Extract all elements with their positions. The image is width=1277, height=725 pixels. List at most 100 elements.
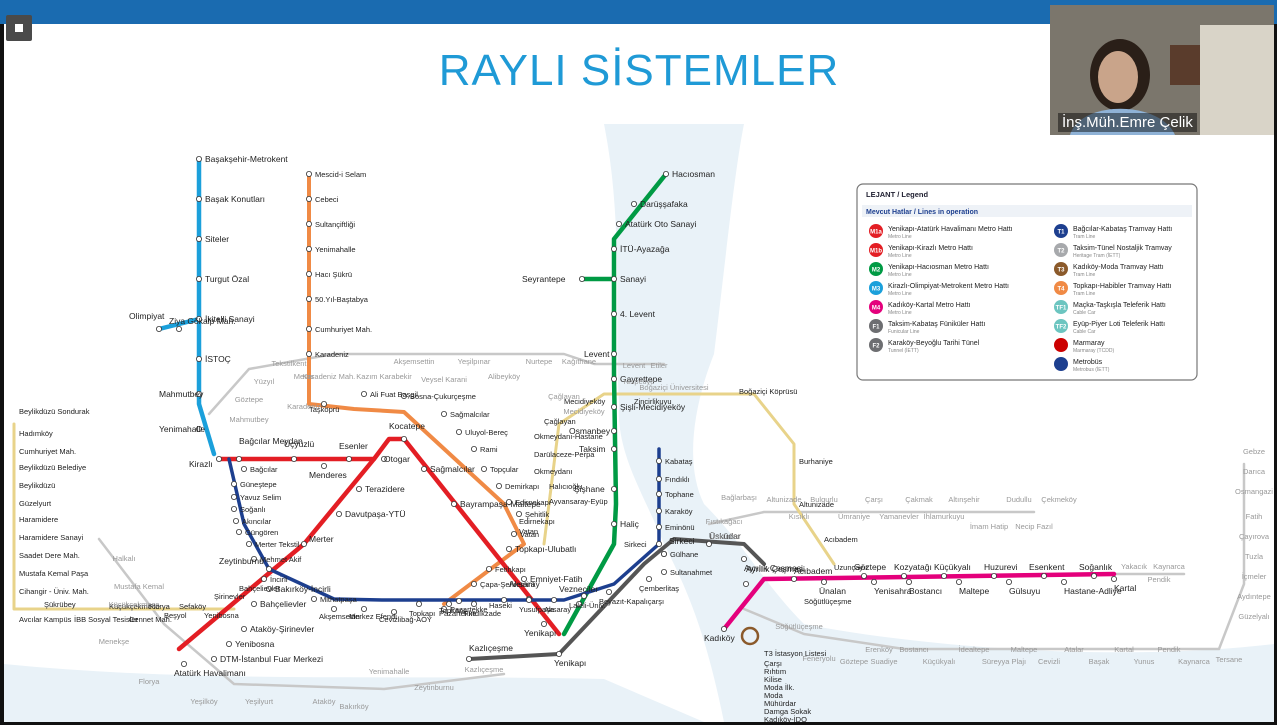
station-dot-t4 <box>495 482 502 489</box>
station-dot-m3 <box>195 390 202 397</box>
station-label-metrobus: Haramidere Sanayi <box>19 533 84 542</box>
station-label-t4: Cumhuriyet Mah. <box>315 325 372 334</box>
station-label-metrobus: Mustafa Kemal Paşa <box>19 569 89 578</box>
station-label-m2: Hacıosman <box>672 169 715 179</box>
station-dot-t4 <box>470 445 477 452</box>
station-label-t1: Güneştepe <box>240 480 277 489</box>
station-dot-m3 <box>175 325 182 332</box>
station-dot-t1 <box>235 528 242 535</box>
station-label-suburban_a: Çayırova <box>1239 532 1270 541</box>
station-dot-m1 <box>300 541 307 548</box>
station-dot-m4 <box>871 579 878 586</box>
legend-line-name: Karaköy-Beyoğlu Tarihi Tünel <box>888 340 980 347</box>
station-label-metrobus: Şükrübey <box>44 600 76 609</box>
station-label-marmaray: Ayrılık Çeşmesi <box>744 563 803 573</box>
station-label-t4: Rami <box>480 445 498 454</box>
station-label-m4: Esenkent <box>1029 562 1065 572</box>
station-dot-m2 <box>579 275 586 282</box>
station-dot-t1 <box>606 589 613 596</box>
station-label-metrobus: Acıbadem <box>824 535 858 544</box>
marmara-water <box>4 664 704 722</box>
station-label-m5: Fıstıkağacı <box>706 517 743 526</box>
station-dot-m1 <box>235 455 242 462</box>
legend-swatch <box>869 224 883 238</box>
m2-line <box>561 171 669 637</box>
station-label-metrobus: Burhaniye <box>799 457 833 466</box>
station-label-suburban_a: Gebze <box>1243 447 1265 456</box>
station-dot-m4 <box>821 579 828 586</box>
station-label-suburban_n: Yeşilpınar <box>458 357 491 366</box>
station-dot-m3 <box>215 455 222 462</box>
station-label-suburban_n: Yüzyıl <box>254 377 275 386</box>
legend-line-name: Kirazlı-Olimpiyat-Metrokent Metro Hattı <box>888 283 1009 290</box>
legend-swatch <box>869 300 883 314</box>
station-label-m2: Haliç <box>620 519 640 529</box>
station-label-t3: T3 İstasyon Listesi <box>764 649 826 658</box>
station-label-t4: Yenimahalle <box>315 245 356 254</box>
station-label-suburban_a: Fatih <box>1246 512 1263 521</box>
legend-line-name: Topkapı-Habibler Tramvay Hattı <box>1073 283 1171 290</box>
station-dot-t1 <box>526 597 533 604</box>
station-label-m1: Topkapı-Ulubatlı <box>515 544 576 554</box>
legend-line-sub: Metro Line <box>888 310 912 316</box>
legend-line-name: Yenikapı-Atatürk Havalimanı Metro Hattı <box>888 226 1013 233</box>
legend-line-name: Kadıköy-Moda Tramvay Hattı <box>1073 264 1164 271</box>
station-dot-m4 <box>791 576 798 583</box>
station-dot-t1 <box>656 541 663 548</box>
legend-line-sub: Cable Car <box>1073 329 1096 335</box>
station-label-m5: Ümraniye <box>838 512 870 521</box>
legend-code: TF1 <box>1056 306 1067 312</box>
station-label-t4: Pazartekke <box>450 605 488 614</box>
station-label-suburban_a: Aydıntepe <box>1237 592 1271 601</box>
legend-swatch <box>1054 281 1068 295</box>
station-dot-t4 <box>455 428 462 435</box>
station-label-m2: Şişhane <box>574 484 605 494</box>
station-dot-m1 <box>380 455 387 462</box>
legend-swatch <box>1054 224 1068 238</box>
station-dot-t4 <box>470 581 477 588</box>
station-label-metrobus: İBB Sosyal Tesisler <box>74 615 139 624</box>
legend-line-sub: Metro Line <box>888 272 912 278</box>
legend-swatch <box>869 262 883 276</box>
legend-line-name: Eyüp-Piyer Loti Teleferik Hattı <box>1073 321 1165 328</box>
legend-box <box>856 183 1198 381</box>
station-label-m2: Şişli-Mecidiyeköy <box>620 402 686 412</box>
legend-line-sub: Funicular Line <box>888 329 920 335</box>
metrobus-line-2 <box>542 392 836 566</box>
m1-branch-line <box>176 541 307 652</box>
suburban-north-line <box>207 352 666 416</box>
station-label-t1: Çemberlitaş <box>639 584 679 593</box>
station-label-t1: Merter Tekstil <box>255 540 300 549</box>
station-label-metrobus: Halıcıoğlu <box>549 482 582 491</box>
station-label-suburban_a: Suadiye <box>870 657 897 666</box>
station-label-m1: Esenler <box>339 441 368 451</box>
station-label-t1: Gülhane <box>670 550 698 559</box>
station-label-m5: İhlamurkuyu <box>924 512 965 521</box>
station-dot-marmaray <box>706 541 713 548</box>
stop-share-button[interactable] <box>6 15 32 41</box>
station-dot-m1 <box>345 455 352 462</box>
station-dot-t4 <box>305 220 312 227</box>
station-label-m3: Ziya Gökalp Mah. <box>169 316 236 326</box>
station-dot-m3 <box>195 235 202 242</box>
station-label-m3: Turgut Özal <box>205 274 249 284</box>
station-dot-m1 <box>420 465 427 472</box>
station-label-t1: Sirkeci <box>624 540 647 549</box>
station-label-m2: 4. Levent <box>620 309 656 319</box>
station-label-t4: Şehitlik <box>525 510 549 519</box>
station-dot-m1 <box>265 586 272 593</box>
station-label-m5: İmam Hatip <box>970 522 1008 531</box>
station-dot-m3 <box>195 315 202 322</box>
station-dot-t1 <box>330 606 337 613</box>
station-label-m1: Bakırköy-İncirli <box>275 584 331 594</box>
station-label-t4: Cebeci <box>315 195 339 204</box>
m1-link-line <box>301 456 377 547</box>
station-label-m4_ext: Kaynarca <box>1153 562 1186 571</box>
station-label-suburban_s: Ataköy <box>313 697 336 706</box>
station-label-t4: Mescid-i Selam <box>315 170 366 179</box>
station-label-t1: Güngören <box>245 528 278 537</box>
station-label-m2: Seyrantepe <box>522 274 566 284</box>
participant-name: İnş.Müh.Emre Çelik <box>1058 113 1197 132</box>
station-dot-t4 <box>305 295 312 302</box>
